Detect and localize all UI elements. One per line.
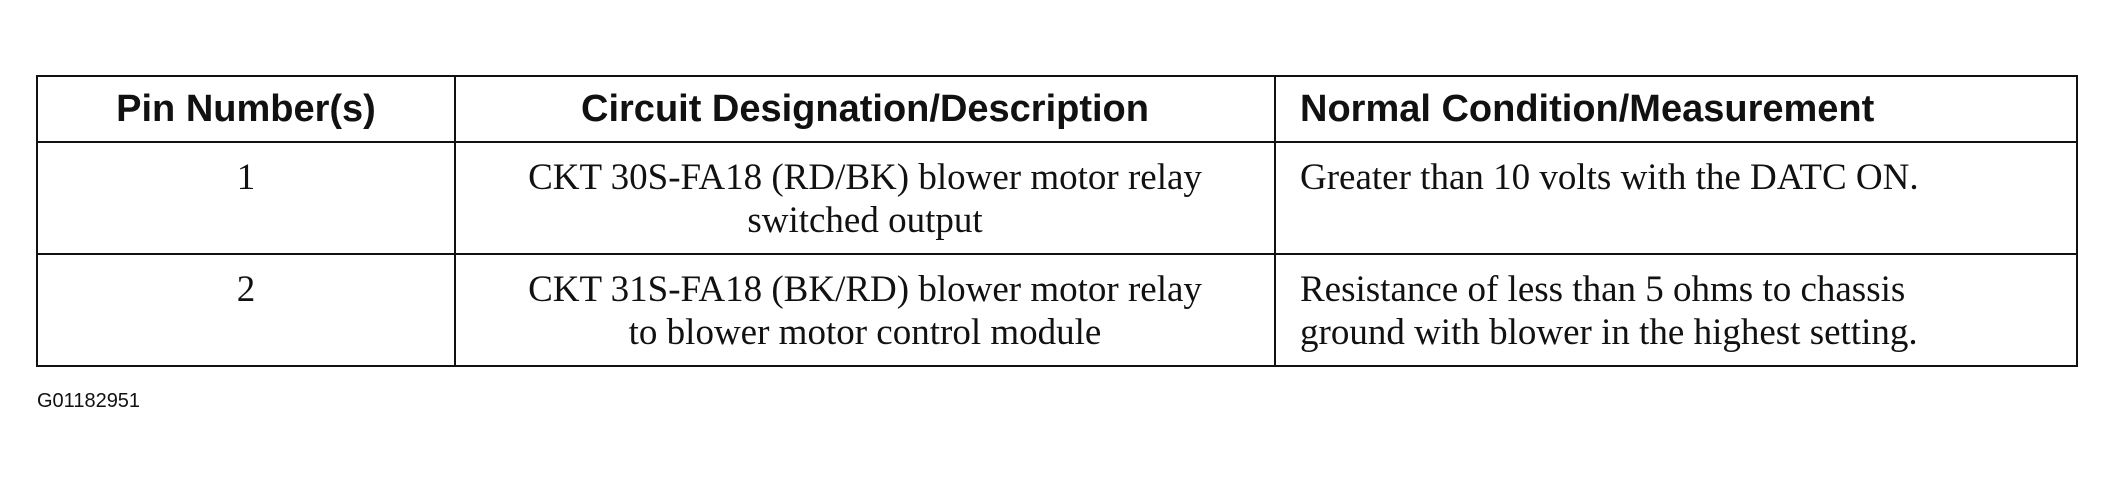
normal-condition-line: Greater than 10 volts with the DATC ON.: [1300, 157, 1919, 198]
header-pin-number: Pin Number(s): [36, 75, 456, 143]
pin-number-cell: 1: [36, 141, 456, 255]
normal-condition-cell: Greater than 10 volts with the DATC ON.: [1274, 141, 2078, 255]
pinout-table: Pin Number(s) Circuit Designation/Descri…: [36, 75, 2078, 367]
circuit-description-cell: CKT 31S-FA18 (BK/RD) blower motor relay …: [454, 253, 1276, 367]
pinout-table-container: Pin Number(s) Circuit Designation/Descri…: [36, 75, 2078, 367]
table-row: 2 CKT 31S-FA18 (BK/RD) blower motor rela…: [36, 253, 2078, 367]
circuit-description-line: CKT 30S-FA18 (RD/BK) blower motor relay: [528, 157, 1202, 198]
normal-condition-cell: Resistance of less than 5 ohms to chassi…: [1274, 253, 2078, 367]
header-normal-condition: Normal Condition/Measurement: [1274, 75, 2078, 143]
normal-condition-line: Resistance of less than 5 ohms to chassi…: [1300, 269, 1906, 310]
circuit-description-cell: CKT 30S-FA18 (RD/BK) blower motor relay …: [454, 141, 1276, 255]
circuit-description-line: switched output: [747, 200, 983, 241]
pin-number-cell: 2: [36, 253, 456, 367]
table-header-row: Pin Number(s) Circuit Designation/Descri…: [36, 75, 2078, 143]
header-circuit-designation: Circuit Designation/Description: [454, 75, 1276, 143]
figure-id: G01182951: [37, 390, 141, 412]
circuit-description-line: to blower motor control module: [628, 312, 1102, 353]
normal-condition-line: ground with blower in the highest settin…: [1300, 312, 1918, 353]
circuit-description-line: CKT 31S-FA18 (BK/RD) blower motor relay: [528, 269, 1202, 310]
table-row: 1 CKT 30S-FA18 (RD/BK) blower motor rela…: [36, 141, 2078, 255]
